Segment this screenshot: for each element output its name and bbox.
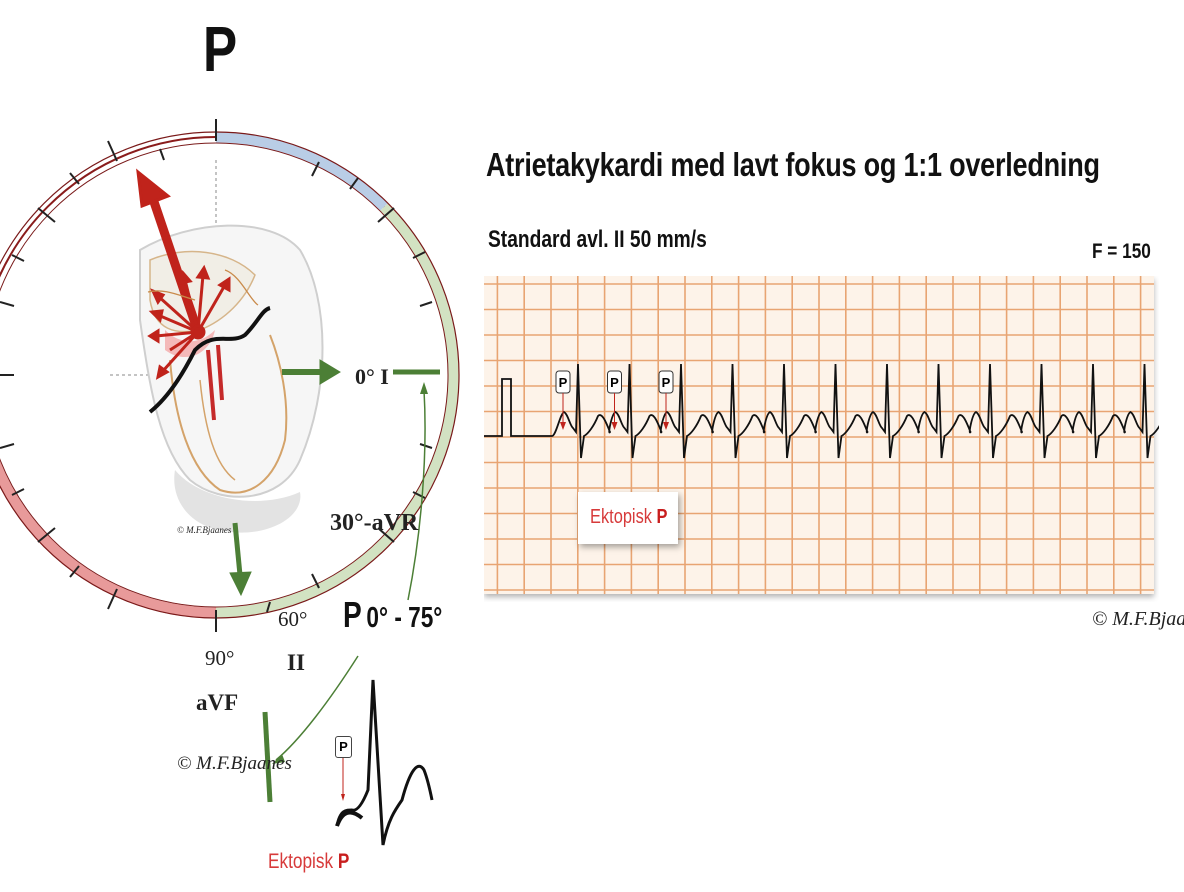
ectopic-p-label: Ektopisk P xyxy=(590,506,667,529)
pqrs-complex-small xyxy=(337,680,432,845)
ecg-lead-subtitle: Standard avl. II 50 mm/s xyxy=(488,226,707,254)
ectopic-word: Ektopisk xyxy=(268,850,333,873)
axis-label-avf: aVF xyxy=(196,690,238,716)
axis-label-lead-ii: II xyxy=(287,650,305,676)
axis-label-60: 60° xyxy=(278,607,307,632)
p-marker-label: P xyxy=(559,375,568,390)
p-marker-small: P xyxy=(335,736,352,758)
axis-label-0-lead-i: 0° I xyxy=(355,364,389,390)
page-title: Atrietakykardi med lavt fokus og 1:1 ove… xyxy=(486,146,1100,184)
p-marker-label: P xyxy=(662,375,671,390)
axis-label-90: 90° xyxy=(205,646,234,671)
ectopic-letter: P xyxy=(338,850,349,873)
p-axis-letter: P xyxy=(343,594,362,635)
p-marker-label: P xyxy=(610,375,619,390)
copyright-ecg: © M.F.Bjaanes xyxy=(1092,608,1184,631)
copyright-heart: © M.F.Bjaanes xyxy=(177,525,231,535)
ecg-strip: P P P xyxy=(484,276,1159,602)
ectopic-word-ecg: Ektopisk xyxy=(590,506,652,528)
heart-rate-label: F = 150 xyxy=(1092,240,1151,264)
ectopic-letter-ecg: P xyxy=(657,506,668,528)
copyright-axis: © M.F.Bjaanes xyxy=(177,753,292,775)
ectopic-p-label-bottom: Ektopisk P xyxy=(268,850,349,874)
p-axis-range: 0° - 75° xyxy=(366,602,442,634)
axis-label-30-avr: 30°-aVR xyxy=(330,510,418,537)
